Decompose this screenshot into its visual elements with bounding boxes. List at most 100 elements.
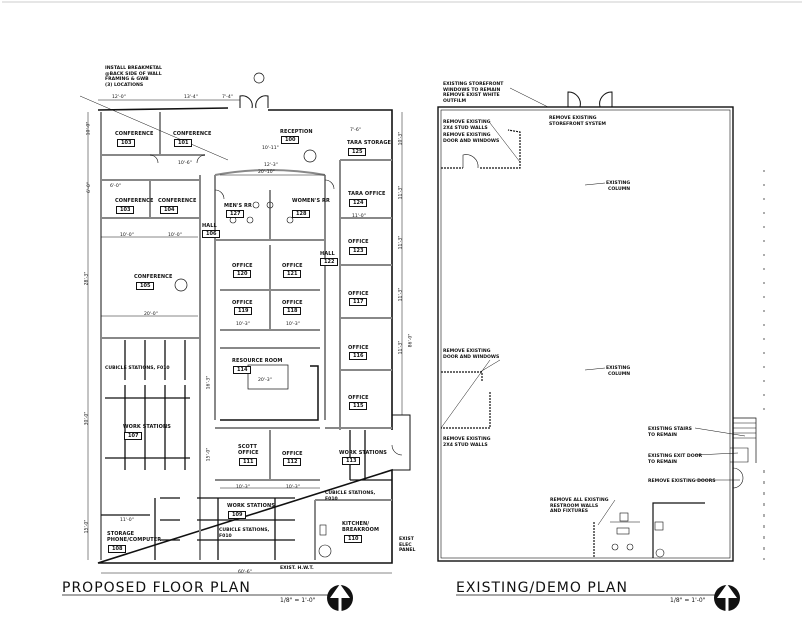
room-label: WORK STATIONS [123,424,171,430]
room-number: 110 [344,535,363,543]
room-label: SCOTT OFFICE [238,444,259,456]
room-number: 101 [174,139,193,147]
dimension: 12'-3" [264,163,278,168]
room-number: 119 [234,307,253,315]
room-label: HALL [320,251,335,257]
elec-panel-note: EXIST ELEC PANEL [399,537,416,554]
room-number: 125 [348,148,367,156]
existing-plan-walls [437,87,765,562]
dimension: 20'-0" [144,312,158,317]
room-label: CONFERENCE [115,198,154,204]
demo-note: EXISTING STAIRS TO REMAIN [648,427,692,438]
room-label: WORK STATIONS [227,503,275,509]
room-number: 120 [233,270,252,278]
dimension: 6'-0" [110,184,121,189]
room-number: 106 [202,230,221,238]
demo-note: REMOVE EXISTING DOOR AND WINDOWS [443,133,500,144]
dimension: 20'-10" [258,170,275,175]
dimension: 10'-0" [86,121,92,136]
room-number: 107 [124,432,143,440]
demo-note: EXISTING STOREFRONT WINDOWS TO REMAIN RE… [443,82,504,104]
room-label: OFFICE [232,300,253,306]
room-label: CONFERENCE [115,131,154,137]
room-label: WOMEN'S RR [292,198,330,204]
demo-note: REMOVE EXISTING DOORS [648,479,716,484]
room-number: 123 [349,247,368,255]
dimension: 10'-3" [398,131,404,146]
room-number: 128 [292,210,311,218]
room-number: 118 [283,307,302,315]
room-label: OFFICE [348,345,369,351]
room-label: WORK STATIONS [339,450,387,456]
section-marker-icon [174,72,317,292]
dimension: 7'-6" [350,128,361,133]
dimension: 10'-6" [178,161,192,166]
room-number: 116 [349,352,368,360]
room-label: KITCHEN/ BREAKROOM [342,521,380,533]
cubicle-note: CUBICLE STATIONS, F010 [219,528,270,539]
room-number: 114 [233,366,252,374]
dimension: 16'-3" [206,375,212,390]
room-label: OFFICE [282,451,303,457]
dimension: 10'-3" [236,485,250,490]
room-number: 103 [117,139,136,147]
breakmetal-note: INSTALL BREAKMETAL @BACK SIDE OF WALL FR… [105,66,162,88]
dimension: 11'-0" [120,518,134,523]
dimension: 11'-0" [352,214,366,219]
demo-note: REMOVE EXISTING DOOR AND WINDOWS [443,349,500,360]
dimension: 13'-4" [184,95,198,100]
dimension: 11'-3" [398,185,404,200]
room-label: OFFICE [282,263,303,269]
dimension: 7'-4" [222,95,233,100]
dimension: 10'-0" [120,233,134,238]
dimension: 11'-3" [398,287,404,302]
dimension: 10'-11" [262,146,279,151]
room-label: CONFERENCE [158,198,197,204]
dimension: 20'-3" [258,378,272,383]
room-label: CONFERENCE [173,131,212,137]
demo-note: REMOVE EXISTING 2X4 STUD WALLS [443,437,491,448]
proposed-plan-walls [79,95,411,574]
proposed-plan-title: PROPOSED FLOOR PLAN [62,580,251,596]
demo-note: EXISTING EXIT DOOR TO REMAIN [648,454,703,465]
room-label: TARA OFFICE [348,191,386,197]
room-number: 113 [342,457,361,465]
room-label: TARA STORAGE [347,140,392,146]
room-number: 115 [349,402,368,410]
dimension: 30'-0" [84,411,90,426]
demo-note: REMOVE EXISTING 2X4 STUD WALLS [443,120,491,131]
demo-note: REMOVE ALL EXISTING RESTROOM WALLS AND F… [550,498,609,515]
cubicle-note: CUBICLE STATIONS, F010 [325,491,376,502]
proposed-plan-scale: 1/8" = 1'-0" [280,597,316,604]
room-label: OFFICE [348,239,369,245]
room-number: 111 [239,458,258,466]
cubicle-note: CUBICLE STATIONS, F010 [105,366,170,371]
room-number: 117 [349,298,368,306]
dimension: 11'-3" [398,235,404,250]
room-number: 105 [136,282,155,290]
room-label: OFFICE [348,395,369,401]
room-label: RESOURCE ROOM [232,358,283,364]
dimension: 15'-0" [206,447,212,462]
room-number: 109 [228,511,247,519]
room-label: OFFICE [348,291,369,297]
room-number: 103 [116,206,135,214]
dimension: 15'-0" [84,519,90,534]
room-label: STORAGE PHONE/COMPUTER [107,531,162,543]
dimension: 10'-3" [286,485,300,490]
room-label: CONFERENCE [134,274,173,280]
dimension: 28'-3" [84,271,90,286]
dimension: 60'-6" [238,570,252,575]
dimension: 10'-3" [286,322,300,327]
room-number: 124 [349,199,368,207]
room-number: 127 [226,210,245,218]
dimension: 10'-3" [236,322,250,327]
hwt-note: EXIST. H.W.T. [280,566,314,571]
existing-plan-scale: 1/8" = 1'-0" [670,597,706,604]
room-number: 104 [160,206,179,214]
room-number: 108 [108,545,127,553]
existing-plan-title: EXISTING/DEMO PLAN [456,580,628,596]
room-number: 112 [283,458,302,466]
